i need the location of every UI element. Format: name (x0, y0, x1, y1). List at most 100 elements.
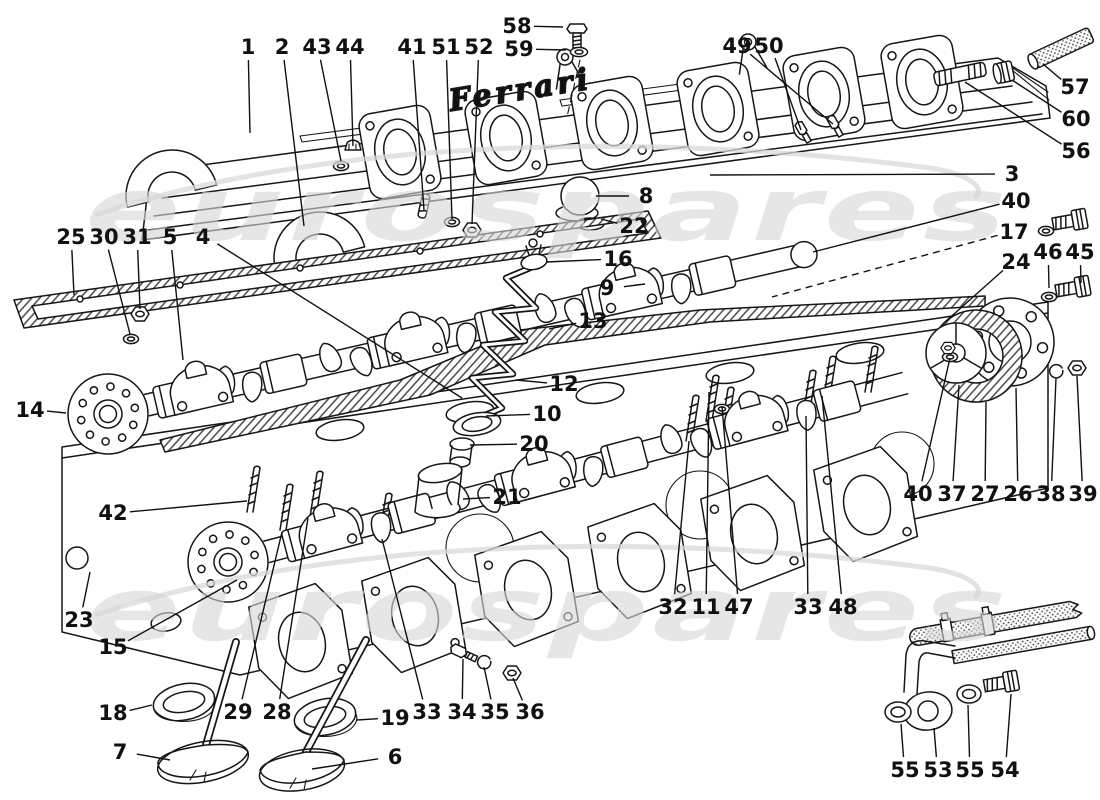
part-callout-8[interactable]: 8 (639, 184, 654, 208)
part-callout-14[interactable]: 14 (15, 398, 44, 422)
leader-line-54 (1005, 693, 1012, 758)
bolt-34 (450, 643, 479, 663)
part-callout-42[interactable]: 42 (98, 501, 127, 525)
part-callout-43[interactable]: 43 (302, 35, 331, 59)
part-callout-15[interactable]: 15 (98, 635, 127, 659)
leader-line-53 (933, 727, 938, 758)
part-callout-50[interactable]: 50 (754, 34, 783, 58)
part-callout-41[interactable]: 41 (397, 35, 426, 59)
part-callout-48[interactable]: 48 (828, 595, 857, 619)
part-callout-6[interactable]: 6 (388, 745, 403, 769)
watermark-text: eurospares (85, 158, 1010, 261)
cam-bearing-cap (163, 354, 235, 416)
valve-guide (449, 437, 475, 451)
part-callout-39[interactable]: 39 (1068, 482, 1097, 506)
tappet-bucket (414, 462, 463, 519)
leader-line-56 (964, 81, 1062, 145)
leader-line-49 (749, 53, 834, 125)
part-callout-55[interactable]: 55 (890, 758, 919, 782)
leader-line-55 (967, 704, 971, 758)
part-callout-25[interactable]: 25 (56, 225, 85, 249)
part-callout-29[interactable]: 29 (223, 700, 252, 724)
nut-39 (1067, 360, 1087, 376)
part-callout-33[interactable]: 33 (412, 700, 441, 724)
part-callout-31[interactable]: 31 (122, 225, 151, 249)
leader-line-2 (283, 59, 305, 227)
washer-46 (1037, 225, 1055, 237)
leader-line-6 (311, 758, 379, 770)
part-callout-44[interactable]: 44 (335, 35, 364, 59)
leader-line-28 (278, 517, 309, 700)
part-callout-11[interactable]: 11 (691, 595, 720, 619)
part-callout-30[interactable]: 30 (89, 225, 118, 249)
part-callout-38[interactable]: 38 (1036, 482, 1065, 506)
leader-line-17 (771, 234, 998, 298)
leader-line-20 (469, 443, 518, 446)
valve-keeper (528, 238, 538, 248)
part-callout-9[interactable]: 9 (600, 276, 615, 300)
part-callout-53[interactable]: 53 (923, 758, 952, 782)
leader-line-22 (600, 218, 618, 224)
part-callout-4[interactable]: 4 (196, 225, 211, 249)
tube-stud (933, 61, 987, 87)
part-callout-34[interactable]: 34 (447, 700, 476, 724)
leader-line-27 (984, 401, 987, 482)
part-callout-13[interactable]: 13 (578, 309, 607, 333)
part-callout-5[interactable]: 5 (163, 225, 178, 249)
nut-31 (130, 306, 150, 322)
part-callout-56[interactable]: 56 (1061, 139, 1090, 163)
part-callout-47[interactable]: 47 (724, 595, 753, 619)
part-callout-19[interactable]: 19 (380, 706, 409, 730)
part-callout-55[interactable]: 55 (955, 758, 984, 782)
leader-line-29 (241, 531, 283, 700)
part-callout-59[interactable]: 59 (504, 37, 533, 61)
leader-line-1 (247, 59, 251, 134)
part-callout-28[interactable]: 28 (262, 700, 291, 724)
banjo-bolt (981, 669, 1021, 697)
part-callout-27[interactable]: 27 (970, 482, 999, 506)
part-callout-60[interactable]: 60 (1061, 107, 1090, 131)
part-callout-3[interactable]: 3 (1005, 162, 1020, 186)
part-callout-7[interactable]: 7 (113, 740, 128, 764)
part-callout-58[interactable]: 58 (502, 14, 531, 38)
part-callout-18[interactable]: 18 (98, 701, 127, 725)
part-callout-40[interactable]: 40 (1001, 189, 1030, 213)
part-callout-37[interactable]: 37 (937, 482, 966, 506)
part-callout-57[interactable]: 57 (1060, 75, 1089, 99)
part-callout-2[interactable]: 2 (275, 35, 290, 59)
leader-line-25 (71, 249, 75, 296)
part-callout-12[interactable]: 12 (549, 372, 578, 396)
leader-line-31 (137, 249, 141, 310)
part-callout-16[interactable]: 16 (603, 247, 632, 271)
oil-pipe-assembly (884, 600, 1096, 731)
part-callout-10[interactable]: 10 (532, 402, 561, 426)
leader-line-36 (512, 677, 524, 701)
cover-bolt (826, 114, 844, 138)
part-callout-49[interactable]: 49 (722, 34, 751, 58)
part-callout-33[interactable]: 33 (793, 595, 822, 619)
part-callout-36[interactable]: 36 (515, 700, 544, 724)
part-callout-26[interactable]: 26 (1003, 482, 1032, 506)
washer-46b (1040, 291, 1058, 303)
part-callout-45[interactable]: 45 (1065, 240, 1094, 264)
watermark-text: eurospares (85, 558, 1010, 661)
valves (152, 636, 370, 792)
part-callout-1[interactable]: 1 (241, 35, 256, 59)
part-callout-32[interactable]: 32 (658, 595, 687, 619)
part-callout-20[interactable]: 20 (519, 432, 548, 456)
part-callout-22[interactable]: 22 (619, 214, 648, 238)
part-callout-35[interactable]: 35 (480, 700, 509, 724)
part-callout-54[interactable]: 54 (990, 758, 1019, 782)
part-callout-24[interactable]: 24 (1001, 250, 1030, 274)
exhaust-valve (258, 636, 370, 792)
part-callout-21[interactable]: 21 (492, 485, 521, 509)
part-callout-17[interactable]: 17 (999, 220, 1028, 244)
part-callout-52[interactable]: 52 (464, 35, 493, 59)
valve-spring-assembly (414, 238, 548, 519)
part-callout-23[interactable]: 23 (64, 608, 93, 632)
valve-seal-18 (152, 682, 217, 722)
part-callout-46[interactable]: 46 (1033, 240, 1062, 264)
part-callout-40[interactable]: 40 (903, 482, 932, 506)
part-callout-51[interactable]: 51 (431, 35, 460, 59)
